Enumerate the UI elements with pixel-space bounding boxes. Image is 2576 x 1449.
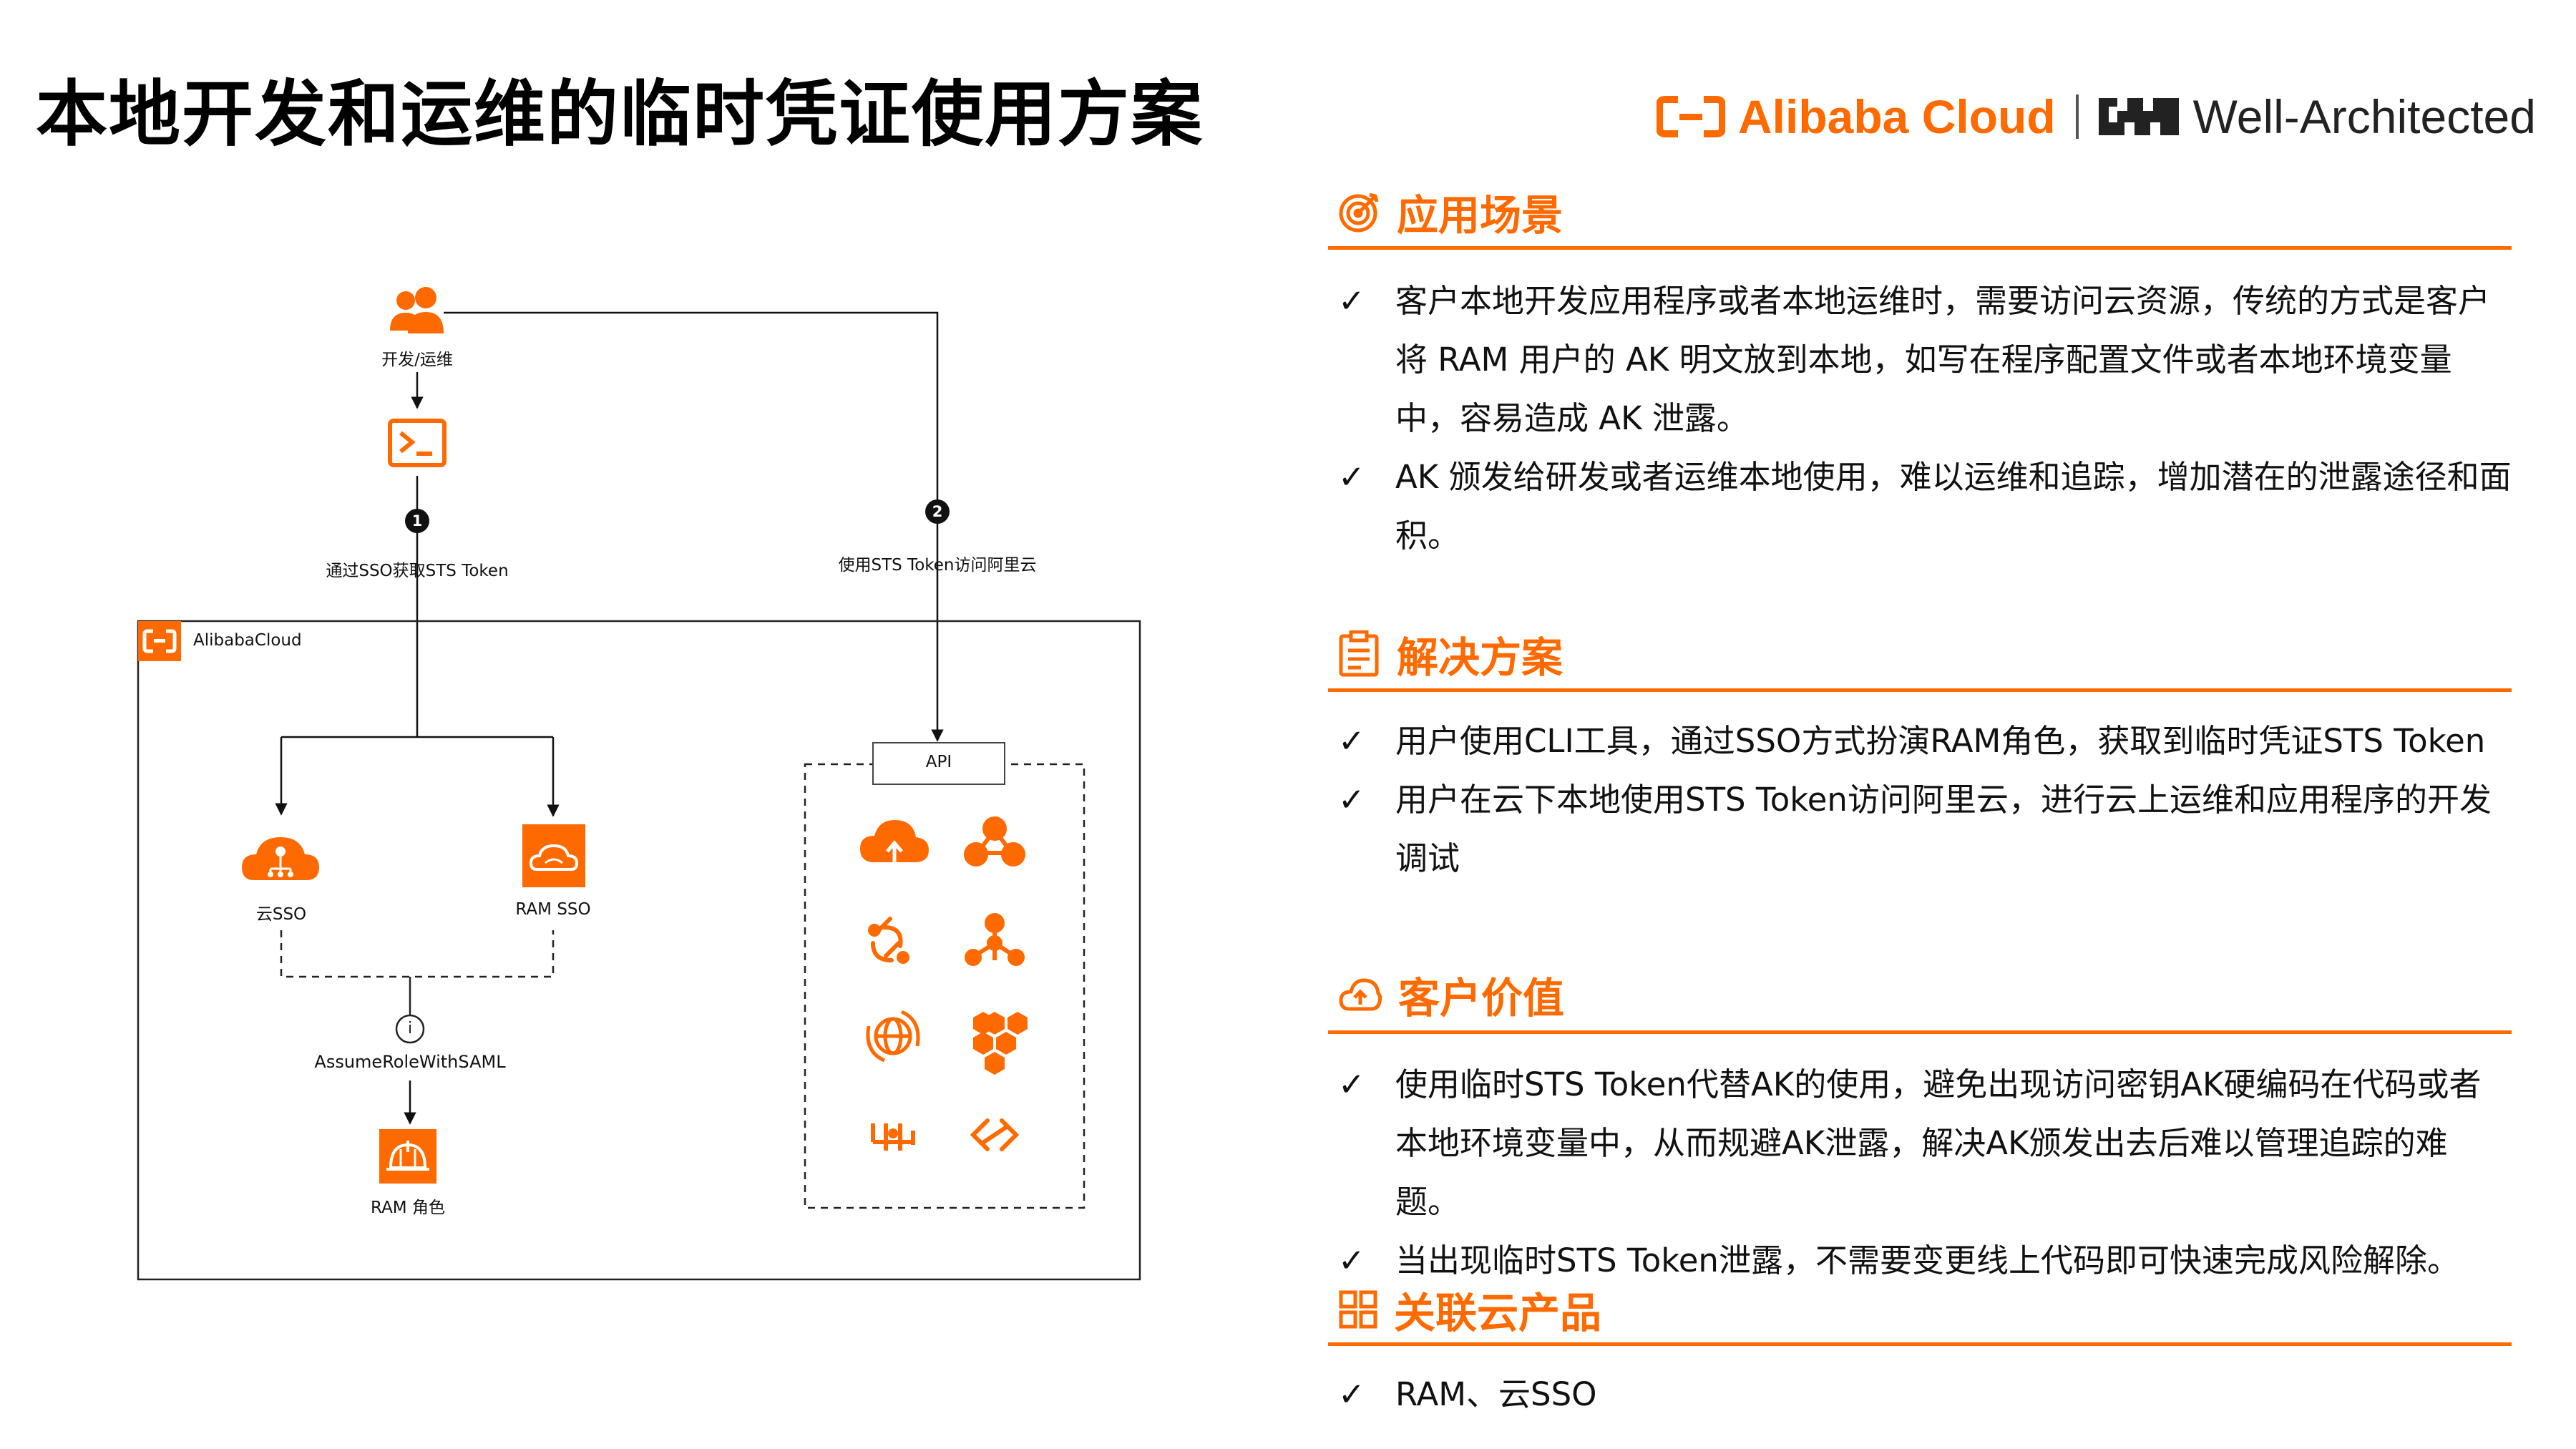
hexagon-cluster-service-icon xyxy=(973,1012,1028,1075)
list-item-text: 用户使用CLI工具，通过SSO方式扮演RAM角色，获取到临时凭证STS Toke… xyxy=(1395,722,2486,760)
architecture-diagram xyxy=(137,287,1141,1281)
check-icon: ✓ xyxy=(1338,1241,1365,1279)
ram-role-label: RAM 角色 xyxy=(371,1199,445,1217)
terminal-cli-icon xyxy=(388,419,447,467)
scenario-list: ✓ 客户本地开发应用程序或者本地运维时，需要访问云资源，传统的方式是客户将 RAM… xyxy=(1338,272,2512,565)
info-badge-letter: i xyxy=(407,1020,413,1038)
products-divider xyxy=(1328,1342,2512,1346)
api-box xyxy=(872,742,1005,785)
products-section-header: 关联云产品 xyxy=(1338,1279,1601,1340)
step2-label: 使用STS Token访问阿里云 xyxy=(838,556,1037,575)
scenario-divider xyxy=(1328,246,2512,250)
clipboard-icon xyxy=(1339,630,1379,677)
assume-role-label: AssumeRoleWithSAML xyxy=(314,1052,506,1072)
info-badge xyxy=(395,1014,425,1044)
alibaba-cloud-label: AlibabaCloud xyxy=(193,631,302,650)
ram-role-icon xyxy=(379,1129,436,1184)
user-label: 开发/运维 xyxy=(381,351,453,369)
list-item: ✓ 使用临时STS Token代替AK的使用，避免出现访问密钥AK硬编码在代码或者… xyxy=(1338,1055,2512,1231)
target-icon xyxy=(1339,192,1379,233)
list-item-text: 当出现临时STS Token泄露，不需要变更线上代码即可快速完成风险解除。 xyxy=(1395,1241,2459,1279)
list-item: ✓ 客户本地开发应用程序或者本地运维时，需要访问云资源，传统的方式是客户将 RAM… xyxy=(1338,272,2512,448)
brand-divider xyxy=(2075,94,2079,139)
value-divider xyxy=(1328,1030,2512,1034)
step1-label: 通过SSO获取STS Token xyxy=(326,562,509,580)
ram-sso-icon xyxy=(522,824,585,887)
scenario-title: 应用场景 xyxy=(1397,191,1563,240)
value-title: 客户价值 xyxy=(1398,974,1565,1023)
code-transfer-service-icon xyxy=(970,1118,1020,1151)
well-architected-logo-icon xyxy=(2098,98,2179,135)
check-icon: ✓ xyxy=(1338,458,1365,496)
brand-program: Well-Architected xyxy=(2192,90,2536,143)
api-label: API xyxy=(925,753,952,771)
developer-ops-users-icon xyxy=(390,287,444,333)
cloud-services-group xyxy=(804,763,1085,1209)
alibaba-cloud-logo-icon xyxy=(1657,96,1725,137)
list-item: ✓ 用户在云下本地使用STS Token访问阿里云，进行云上运维和应用程序的开发调… xyxy=(1338,771,2512,888)
list-item-text: AK 颁发给研发或者运维本地使用，难以运维和追踪，增加潜在的泄露途径和面积。 xyxy=(1395,458,2512,555)
ram-sso-label: RAM SSO xyxy=(515,900,591,919)
list-item-text: RAM、云SSO xyxy=(1395,1375,1597,1413)
step1-badge-number: 1 xyxy=(411,512,423,530)
scenario-section-header: 应用场景 xyxy=(1338,182,1563,242)
cloud-sso-label: 云SSO xyxy=(255,905,307,924)
grid-apps-icon xyxy=(1339,1290,1377,1329)
list-item: ✓ 用户使用CLI工具，通过SSO方式扮演RAM角色，获取到临时凭证STS Tok… xyxy=(1338,712,2512,771)
list-item-text: 用户在云下本地使用STS Token访问阿里云，进行云上运维和应用程序的开发调试 xyxy=(1395,781,2492,877)
step2-badge xyxy=(925,499,950,524)
globe-network-service-icon xyxy=(866,1010,920,1063)
cloud-upload-service-icon xyxy=(860,820,929,862)
solution-divider xyxy=(1328,688,2512,692)
cloud-upload-icon xyxy=(1339,978,1382,1011)
gateway-service-icon xyxy=(871,1123,915,1151)
value-list: ✓ 使用临时STS Token代替AK的使用，避免出现访问密钥AK硬编码在代码或者… xyxy=(1338,1055,2512,1290)
step2-connector xyxy=(444,311,944,742)
solution-title: 解决方案 xyxy=(1397,633,1563,682)
list-item: ✓ RAM、云SSO xyxy=(1338,1365,2512,1424)
products-list: ✓ RAM、云SSO xyxy=(1338,1365,2512,1424)
solution-section-header: 解决方案 xyxy=(1338,624,1563,684)
brand-name: Alibaba Cloud xyxy=(1738,90,2056,143)
list-item: ✓ 当出现临时STS Token泄露，不需要变更线上代码即可快速完成风险解除。 xyxy=(1338,1231,2512,1290)
check-icon: ✓ xyxy=(1338,1065,1365,1103)
check-icon: ✓ xyxy=(1338,722,1365,760)
link-plug-service-icon xyxy=(868,917,909,964)
sso-dashed-join xyxy=(280,930,555,978)
alibaba-cloud-boundary xyxy=(137,620,1141,1281)
check-icon: ✓ xyxy=(1338,781,1365,819)
page-title: 本地开发和运维的临时凭证使用方案 xyxy=(36,72,1204,156)
cloud-sso-icon xyxy=(242,837,319,880)
solution-list: ✓ 用户使用CLI工具，通过SSO方式扮演RAM角色，获取到临时凭证STS Tok… xyxy=(1338,712,2512,888)
value-section-header: 客户价值 xyxy=(1338,965,1564,1025)
list-item: ✓ AK 颁发给研发或者运维本地使用，难以运维和追踪，增加潜在的泄露途径和面积。 xyxy=(1338,448,2512,565)
alibaba-cloud-badge-icon xyxy=(138,621,181,661)
list-item-text: 客户本地开发应用程序或者本地运维时，需要访问云资源，传统的方式是客户将 RAM … xyxy=(1395,282,2491,437)
list-item-text: 使用临时STS Token代替AK的使用，避免出现访问密钥AK硬编码在代码或者本… xyxy=(1395,1065,2482,1221)
check-icon: ✓ xyxy=(1338,282,1365,320)
topology-service-icon xyxy=(965,913,1025,966)
products-title: 关联云产品 xyxy=(1394,1289,1602,1337)
check-icon: ✓ xyxy=(1338,1375,1365,1413)
network-nodes-service-icon xyxy=(964,816,1025,867)
step2-badge-number: 2 xyxy=(932,503,943,520)
brand-logo: Alibaba Cloud Well-Architected xyxy=(1657,84,2536,149)
step1-badge xyxy=(405,509,429,533)
